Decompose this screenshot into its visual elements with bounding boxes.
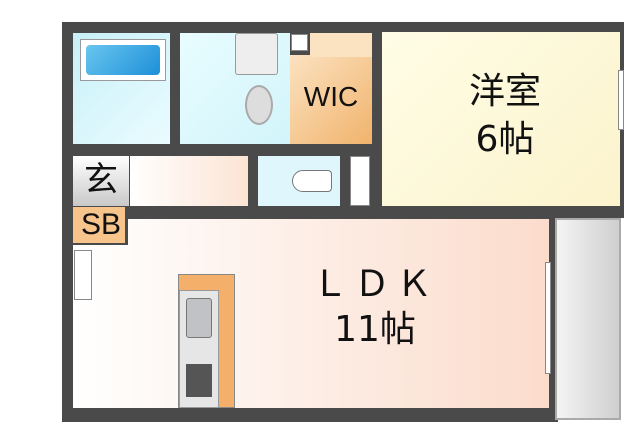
shoe-box xyxy=(73,207,125,243)
balcony xyxy=(555,218,621,420)
ldk-label: ＬＤＫ xyxy=(311,264,438,305)
toilet-icon xyxy=(292,170,332,192)
western-room-label: 洋室 xyxy=(468,71,541,112)
shoe-box-label: SB xyxy=(80,208,122,241)
washing-machine-space xyxy=(235,33,278,75)
vanity-sink xyxy=(245,85,273,125)
stove-icon xyxy=(186,364,212,397)
window xyxy=(618,70,624,130)
ldk-size: 11帖 xyxy=(334,309,416,350)
wic-room xyxy=(310,33,372,57)
sink-icon xyxy=(186,298,212,338)
window xyxy=(545,262,551,374)
ldk-room xyxy=(73,219,549,408)
hallway xyxy=(130,156,248,206)
western-room xyxy=(382,32,620,206)
entrance xyxy=(73,156,129,206)
pipe-space xyxy=(291,34,308,51)
wic-room xyxy=(290,55,372,144)
storage xyxy=(74,250,92,300)
entrance-label: 玄 xyxy=(84,160,118,200)
bathtub-basin xyxy=(86,45,160,75)
western-room-size: 6帖 xyxy=(475,119,535,160)
storage xyxy=(350,156,370,206)
bathtub xyxy=(80,39,166,81)
wic-label: WIC xyxy=(303,81,359,112)
